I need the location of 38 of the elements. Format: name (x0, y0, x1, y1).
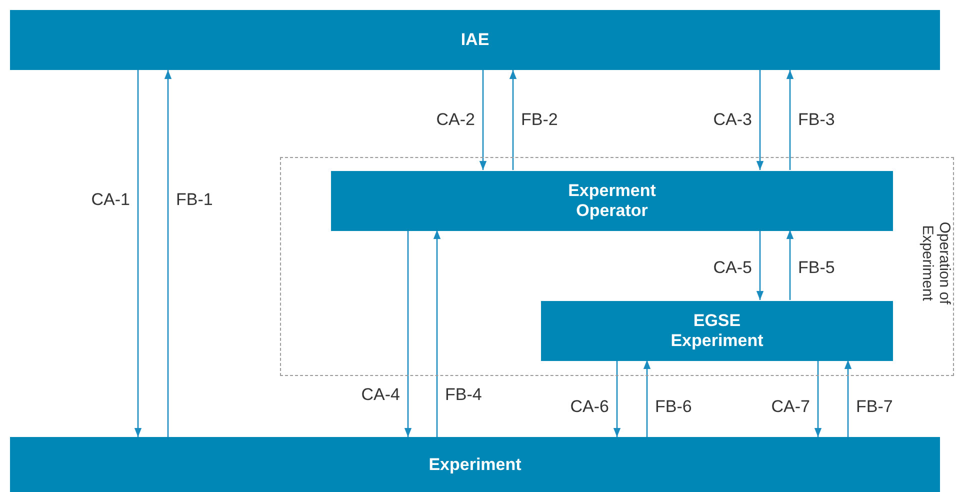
edge-label: FB-7 (856, 397, 894, 417)
arrow (756, 230, 764, 300)
arrow (814, 360, 822, 437)
arrow (509, 70, 517, 170)
box-title: Experiment (428, 454, 522, 474)
process-box (10, 10, 940, 70)
edge-label: CA-4 (360, 385, 400, 405)
edge-label: CA-2 (435, 110, 475, 130)
edge-label: FB-4 (445, 385, 483, 405)
arrow (613, 360, 621, 437)
edge-label: CA-7 (770, 397, 810, 417)
group-frame (280, 157, 954, 376)
arrow (643, 360, 651, 437)
edge-label: CA-5 (712, 258, 752, 278)
edge-label: FB-2 (521, 110, 559, 130)
edge-label: FB-1 (176, 190, 214, 210)
arrow (756, 70, 764, 170)
box-title: IAE (460, 30, 490, 50)
arrow (479, 70, 487, 170)
arrow (786, 230, 794, 300)
process-box (10, 437, 940, 492)
arrow (844, 360, 852, 437)
edge-label: CA-3 (712, 110, 752, 130)
process-box (541, 301, 893, 361)
group-label: Operation of Experiment (919, 220, 953, 306)
box-title: Experment Operator (567, 181, 657, 221)
process-box (331, 171, 893, 231)
arrow (433, 230, 441, 437)
edge-label: CA-1 (90, 190, 130, 210)
box-title: EGSE Experiment (670, 311, 764, 351)
arrow (786, 70, 794, 170)
arrow (404, 230, 412, 437)
edge-label: FB-6 (655, 397, 693, 417)
edge-label: CA-6 (569, 397, 609, 417)
edge-label: FB-3 (798, 110, 836, 130)
arrow (164, 70, 172, 437)
edge-label: FB-5 (798, 258, 836, 278)
arrow (134, 70, 142, 437)
